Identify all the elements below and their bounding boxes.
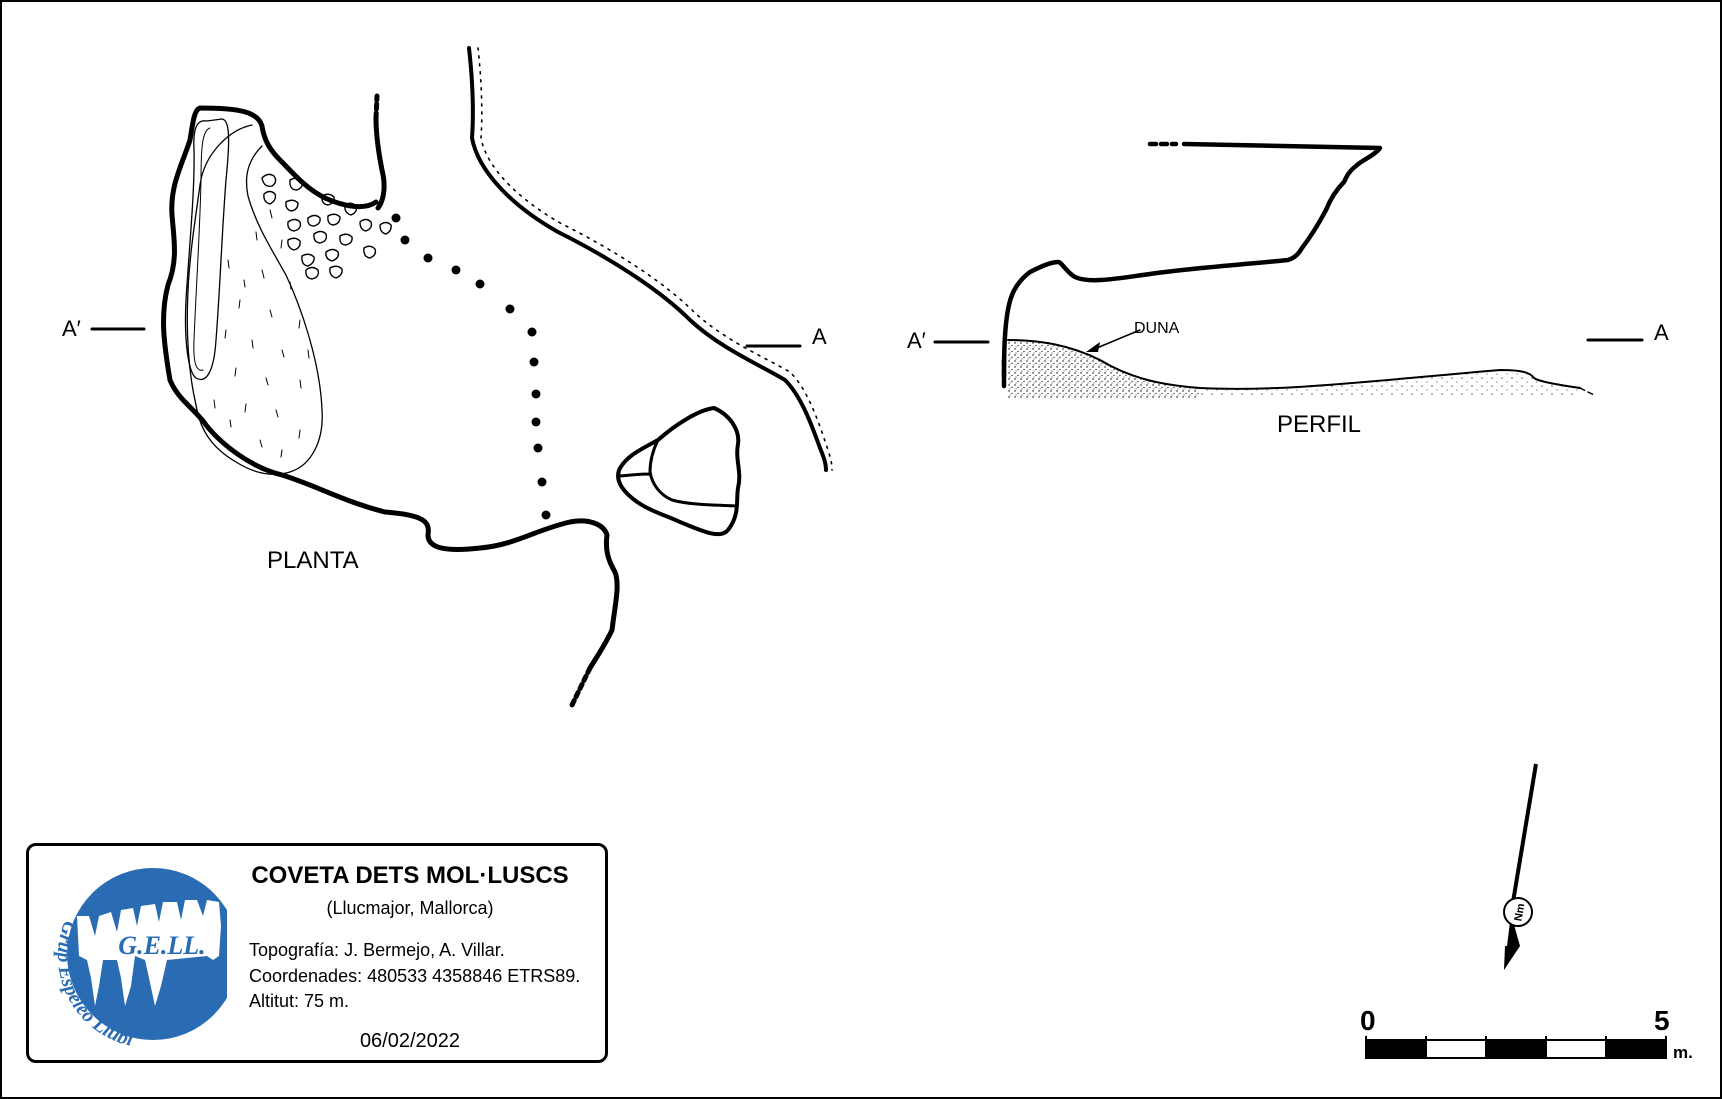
profile-section-right-label: A [1654, 320, 1669, 345]
plan-boulders [261, 173, 392, 280]
plan-block-inner [193, 127, 211, 371]
profile-floor-fill [1200, 370, 1580, 396]
plan-cave-wall [161, 105, 620, 671]
altitude: Altitut: 75 m. [249, 991, 350, 1011]
plan-view [90, 46, 833, 708]
profile-section-left-label: A′ [907, 328, 926, 353]
profile-ceiling [1001, 141, 1383, 381]
profile-dune-arrowhead [1086, 342, 1100, 352]
profile-view [933, 141, 1644, 398]
gell-logo: G.E.LL. Grup Espeleo Llubí [53, 868, 227, 1051]
scale-bar: 0 5 m. [1360, 1005, 1693, 1062]
coordinates: Coordenades: 480533 4358846 ETRS89. [249, 966, 581, 986]
profile-floor-dash [1579, 387, 1597, 397]
logo-cave-silhouette [77, 900, 221, 1006]
topography-credits: Topografía: J. Bermejo, A. Villar. [249, 940, 505, 960]
scale-bar-unit: m. [1673, 1043, 1693, 1062]
profile-label: PERFIL [1277, 411, 1361, 438]
plan-cliff-line [467, 46, 828, 472]
plan-label: PLANTA [267, 547, 359, 574]
cave-location: (Llucmajor, Mallorca) [326, 898, 494, 918]
survey-date: 06/02/2022 [359, 1030, 461, 1052]
north-arrow-icon: Nm [1503, 763, 1538, 970]
plan-section-right-label: A [812, 324, 827, 349]
profile-dune-label: DUNA [1134, 320, 1180, 337]
scale-bar-start-label: 0 [1360, 1005, 1376, 1036]
plan-block-outline [184, 118, 230, 381]
plan-wall-dash-bottom [569, 665, 593, 708]
plan-wall-dash-top [373, 93, 380, 121]
logo-acronym: G.E.LL. [118, 931, 205, 960]
plan-sediment-marks [213, 209, 310, 458]
plan-cliff-hatch [477, 47, 833, 471]
scale-bar-end-label: 5 [1654, 1005, 1670, 1036]
profile-dune-fill [1008, 340, 1200, 398]
plan-pillar-inner [618, 438, 738, 508]
plan-pillar [616, 406, 742, 537]
north-arrow-label: Nm [1513, 902, 1528, 922]
title-block: G.E.LL. Grup Espeleo Llubí COVETA DETS M… [26, 843, 608, 1063]
profile-dune-arrow [1091, 329, 1141, 351]
plan-drip-line [391, 213, 551, 520]
cave-title: COVETA DETS MOL·LUSCS [251, 862, 569, 889]
plan-section-left-label: A′ [62, 316, 81, 341]
plan-sediment-outline [186, 124, 323, 476]
